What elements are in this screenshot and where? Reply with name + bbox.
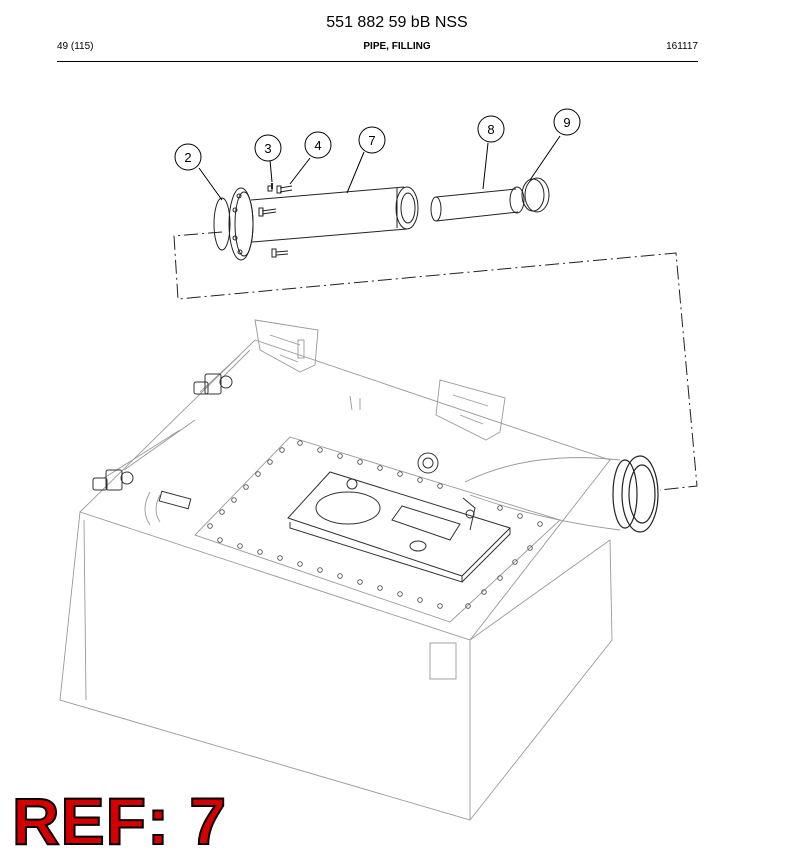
ref-label: REF: 7 [11, 784, 228, 858]
callout-number: 2 [184, 150, 191, 165]
callout-numbers: 2 3 4 7 8 9 [184, 115, 570, 165]
section-title: PIPE, FILLING [363, 41, 431, 52]
callout-balloons [174, 108, 581, 201]
callout-number: 4 [314, 138, 321, 153]
filling-pipe [250, 186, 408, 243]
service-plate [287, 452, 511, 583]
cap [524, 177, 550, 213]
callout-number: 8 [487, 122, 494, 137]
callout-number: 9 [563, 115, 570, 130]
filling-pipe-assembly [213, 177, 550, 261]
sleeve [435, 188, 519, 222]
header-rule [57, 61, 698, 62]
callout-4 [304, 131, 332, 159]
assembly-line [173, 231, 698, 491]
gasket [213, 197, 231, 251]
document-number: 551 882 59 bB NSS [326, 14, 468, 31]
callout-3 [254, 134, 282, 162]
cover-bolts [207, 440, 543, 609]
callout-2 [174, 143, 202, 171]
callout-number: 3 [264, 141, 271, 156]
hydraulic-tank [59, 319, 621, 821]
page-number: 49 (115) [57, 41, 94, 52]
callout-7 [358, 126, 386, 154]
tank-inlet [612, 455, 659, 533]
callout-9 [553, 108, 581, 136]
callout-8 [477, 115, 505, 143]
callout-number: 7 [368, 133, 375, 148]
drain-fittings [92, 373, 233, 510]
date-code: 161117 [666, 41, 698, 52]
